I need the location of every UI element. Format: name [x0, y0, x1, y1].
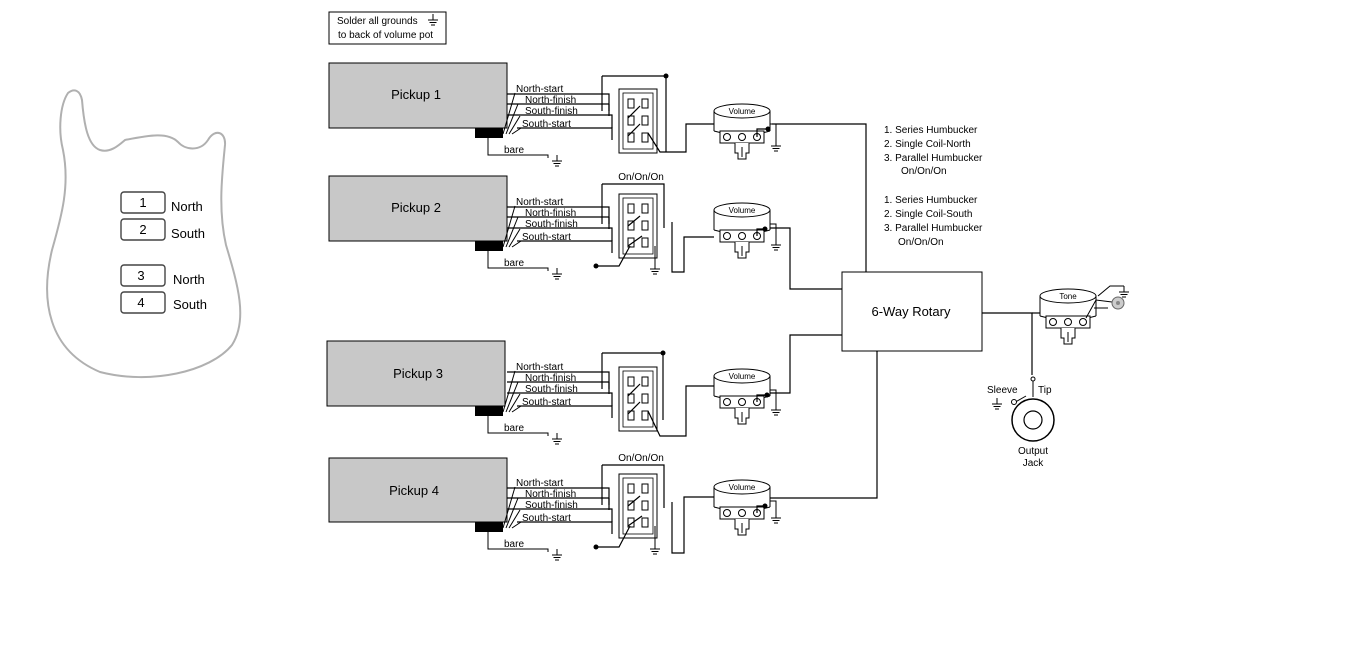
svg-text:North-start: North-start [516, 197, 563, 208]
switch-3 [618, 366, 658, 432]
pickup-4-assembly: Pickup 4 North-start North-finish South-… [328, 351, 878, 561]
svg-text:Solder all grounds: Solder all grounds [337, 16, 418, 27]
svg-text:bare: bare [504, 539, 524, 550]
ground-icon [770, 511, 782, 524]
body-position-2: 2 South [120, 218, 205, 241]
guitar-body-outline [46, 89, 242, 378]
ground-note: Solder all grounds to back of volume pot [328, 11, 447, 45]
svg-text:Tone: Tone [1059, 292, 1077, 301]
svg-text:bare: bare [504, 145, 524, 156]
svg-text:bare: bare [504, 258, 524, 269]
position-number: 1 [139, 195, 146, 210]
svg-text:South-finish: South-finish [525, 219, 578, 230]
position-label: North [173, 272, 205, 287]
svg-text:Tip: Tip [1038, 385, 1052, 396]
body-position-1: 1 North [120, 191, 203, 214]
pickup-3-assembly: Pickup 3 North-start North-finish South-… [326, 334, 842, 445]
position-number: 2 [139, 222, 146, 237]
svg-text:1. Series Humbucker: 1. Series Humbucker [884, 195, 978, 206]
output-jack: Sleeve Tip Output Jack [987, 376, 1055, 469]
svg-text:Jack: Jack [1023, 458, 1045, 469]
body-position-4: 4 South [120, 291, 207, 314]
ground-icon [649, 262, 661, 275]
svg-text:Volume: Volume [729, 107, 756, 116]
svg-text:North-start: North-start [516, 362, 563, 373]
svg-text:North-finish: North-finish [525, 95, 576, 106]
svg-text:On/On/On: On/On/On [898, 237, 944, 248]
svg-text:South-start: South-start [522, 119, 571, 130]
svg-text:South-start: South-start [522, 513, 571, 524]
ground-icon [770, 403, 782, 416]
pickup-name: Pickup 3 [393, 366, 443, 381]
position-label: South [171, 226, 205, 241]
rotary-switch: 6-Way Rotary [841, 271, 983, 352]
svg-text:North-start: North-start [516, 478, 563, 489]
ground-icon [770, 238, 782, 251]
svg-text:3. Parallel Humbucker: 3. Parallel Humbucker [884, 153, 983, 164]
switch-label: On/On/On [618, 453, 664, 464]
svg-text:On/On/On: On/On/On [901, 166, 947, 177]
modes-north-note: 1. Series Humbucker 2. Single Coil-North… [884, 125, 983, 177]
pickup-name: Pickup 1 [391, 87, 441, 102]
switch-label: On/On/On [618, 172, 664, 183]
svg-text:North-finish: North-finish [525, 208, 576, 219]
svg-text:South-finish: South-finish [525, 106, 578, 117]
position-number: 3 [137, 268, 144, 283]
pickup-2-box [328, 175, 508, 242]
ground-icon [991, 397, 1003, 410]
svg-text:South-finish: South-finish [525, 500, 578, 511]
position-label: South [173, 297, 207, 312]
svg-text:Volume: Volume [729, 206, 756, 215]
body-position-3: 3 North [120, 264, 205, 287]
pickup-1-box [328, 62, 508, 129]
svg-text:Volume: Volume [729, 483, 756, 492]
ground-icon [770, 139, 782, 152]
switch-1 [618, 88, 658, 154]
svg-text:South-start: South-start [522, 232, 571, 243]
ground-icon [551, 267, 563, 280]
svg-text:to back of volume pot: to back of volume pot [338, 30, 433, 41]
svg-text:Volume: Volume [729, 372, 756, 381]
svg-text:2. Single Coil-North: 2. Single Coil-North [884, 139, 971, 150]
pickup-3-box [326, 340, 506, 407]
svg-text:3. Parallel Humbucker: 3. Parallel Humbucker [884, 223, 983, 234]
ground-icon [551, 548, 563, 561]
position-label: North [171, 199, 203, 214]
tone-section: Tone Sleeve Tip Output Jack [982, 285, 1130, 469]
svg-text:South-start: South-start [522, 397, 571, 408]
position-number: 4 [137, 295, 144, 310]
svg-text:Output: Output [1018, 446, 1048, 457]
svg-text:North-start: North-start [516, 84, 563, 95]
svg-text:1. Series Humbucker: 1. Series Humbucker [884, 125, 978, 136]
ground-icon [649, 542, 661, 555]
svg-text:North-finish: North-finish [525, 489, 576, 500]
pickup-2-assembly: Pickup 2 North-start North-finish South-… [328, 172, 842, 290]
pickup-1-assembly: Pickup 1 North-start North-finish South-… [328, 62, 867, 272]
svg-text:bare: bare [504, 423, 524, 434]
svg-text:North-finish: North-finish [525, 373, 576, 384]
modes-south-note: 1. Series Humbucker 2. Single Coil-South… [884, 195, 983, 248]
ground-icon [551, 432, 563, 445]
pickup-name: Pickup 2 [391, 200, 441, 215]
switch-4 [618, 473, 658, 539]
switch-2 [618, 193, 658, 259]
ground-icon [551, 154, 563, 167]
pickup-name: Pickup 4 [389, 483, 439, 498]
pickup-4-box [328, 457, 508, 523]
svg-text:South-finish: South-finish [525, 384, 578, 395]
svg-text:2. Single Coil-South: 2. Single Coil-South [884, 209, 972, 220]
ground-icon [1118, 285, 1130, 298]
svg-text:Sleeve: Sleeve [987, 385, 1018, 396]
svg-text:6-Way Rotary: 6-Way Rotary [872, 304, 951, 319]
